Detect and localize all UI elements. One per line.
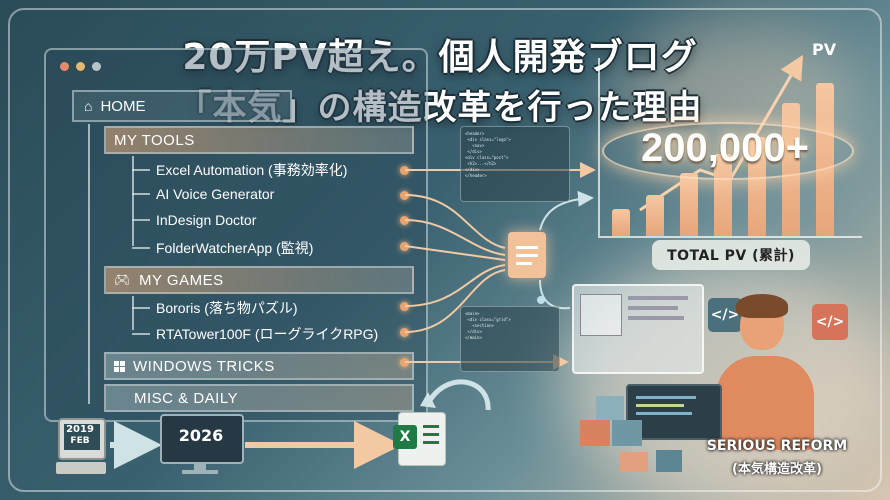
reform-label: SERIOUS REFORM [706,438,848,454]
tool-label: Excel Automation (事務効率化) [156,162,348,178]
outer-frame [8,8,882,492]
minimize-dot[interactable] [76,62,85,71]
code-snippet-bottom: <main> <div class="grid"> <section> </di… [460,306,560,372]
game-label: Bororis (落ち物パズル) [156,300,298,316]
old-computer [56,418,106,478]
pv-chart [598,58,862,238]
tool-folder-watcher[interactable]: FolderWatcherApp (監視) [132,238,313,258]
pv-bar [680,173,698,236]
person-illustration [700,294,820,450]
link-node [400,358,409,367]
pv-bar [612,209,630,236]
nav-my-tools-label: MY TOOLS [114,131,195,149]
link-node [400,302,409,311]
link-node [400,166,409,175]
gamepad-icon: 🎮︎ [114,272,132,287]
nav-my-tools[interactable]: MY TOOLS [104,126,414,154]
browser-window [44,48,428,422]
nav-my-games[interactable]: 🎮︎ MY GAMES [104,266,414,294]
excel-icon: X [393,412,446,466]
pv-bar [646,195,664,236]
tool-indesign-doctor[interactable]: InDesign Doctor [132,212,256,228]
home-icon: ⌂ [84,98,93,114]
link-node [400,328,409,337]
nav-windows-tricks-label: WINDOWS TRICKS [133,357,275,375]
nav-misc-daily[interactable]: MISC & DAILY [104,384,414,412]
nav-my-games-label: MY GAMES [139,271,224,289]
laptop [626,384,722,440]
block [612,420,642,446]
bignum-ring [602,122,854,180]
maximize-dot[interactable] [92,62,101,71]
document-icon [508,232,546,278]
windows-icon [114,360,125,372]
web-mockup [572,284,704,374]
tool-excel-automation[interactable]: Excel Automation (事務効率化) [132,160,347,180]
game-bororis[interactable]: Bororis (落ち物パズル) [132,298,298,318]
new-monitor [160,414,244,474]
code-icon: </> [812,304,848,340]
old-year: 2019 [66,424,94,435]
block [620,452,648,472]
tool-ai-voice-generator[interactable]: AI Voice Generator [132,186,274,202]
pv-axis-label: PV [812,40,837,59]
total-pv-label: TOTAL PV (累計) [652,240,810,270]
link-node [400,191,409,200]
tool-label: AI Voice Generator [156,186,275,202]
total-pv-number: 200,000+ [641,126,809,170]
block [580,420,610,446]
link-node [400,216,409,225]
title-line-1: 20万PV超え。個人開発ブログ [182,37,698,78]
nav-home-label: HOME [100,97,146,115]
window-controls [60,62,101,71]
block [656,450,682,472]
link-node [400,242,409,251]
old-month: FEB [70,436,90,446]
close-dot[interactable] [60,62,69,71]
nav-home[interactable]: ⌂ HOME [72,90,292,122]
new-year: 2026 [178,426,224,445]
nav-misc-daily-label: MISC & DAILY [134,389,239,407]
tool-label: FolderWatcherApp (監視) [156,240,314,256]
tree-line-main [88,124,90,404]
game-label: RTATower100F (ローグライクRPG) [156,326,379,342]
code-snippet-top: <header> <div class="logo"> <nav> </div>… [460,126,570,202]
reform-sub-label: (本気構造改革) [732,462,822,477]
game-rtatower[interactable]: RTATower100F (ローグライクRPG) [132,324,378,344]
nav-windows-tricks[interactable]: WINDOWS TRICKS [104,352,414,380]
tool-label: InDesign Doctor [156,212,257,228]
block [596,396,624,420]
